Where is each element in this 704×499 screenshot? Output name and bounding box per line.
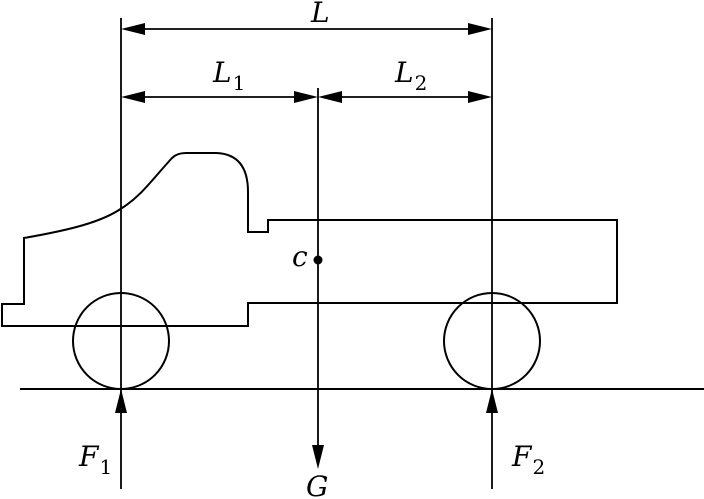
rear-force-arrow-head [486,389,498,413]
front-length-label: L1 [212,56,245,95]
total-length-right-arrow [468,23,492,35]
front-force-label: F1 [78,440,112,479]
front-length-left-arrow [121,91,145,103]
rear-force-label: F2 [511,440,545,479]
front-force-arrow-head [115,389,127,413]
total-length-left-arrow [121,23,145,35]
total-length-label: L [310,0,330,29]
center-of-gravity-dot [313,255,323,265]
rear-length-right-arrow [468,91,492,103]
center-label: c [292,240,308,273]
gravity-arrow-head [312,445,324,469]
front-length-right-arrow [294,91,318,103]
rear-length-label: L2 [394,56,427,95]
gravity-label: G [306,470,328,499]
rear-length-left-arrow [318,91,342,103]
truck-body-outline [1,152,618,327]
